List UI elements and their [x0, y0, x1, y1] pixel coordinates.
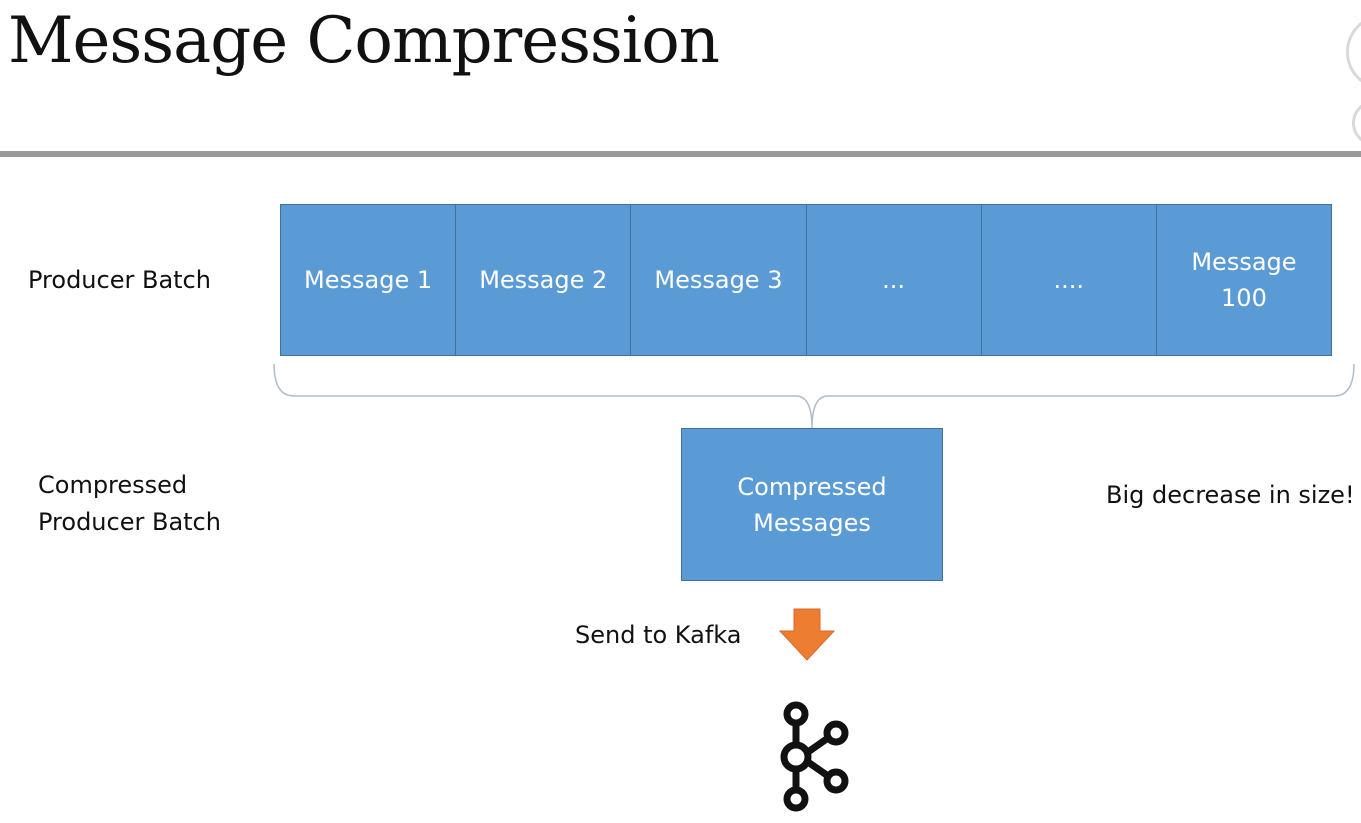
- producer-batch-label: Producer Batch: [28, 266, 211, 294]
- down-arrow-icon: [778, 608, 836, 661]
- slide-title: Message Compression: [8, 4, 720, 78]
- decorative-circle-small: [1352, 100, 1361, 146]
- size-decrease-note: Big decrease in size!: [1106, 481, 1355, 509]
- message-box: ....: [982, 205, 1157, 355]
- title-divider: [0, 151, 1361, 157]
- compressed-messages-box: Compressed Messages: [681, 428, 943, 581]
- message-box: Message 2: [456, 205, 632, 355]
- brace-path: [273, 363, 1355, 429]
- compressed-batch-label: Compressed Producer Batch: [38, 471, 221, 536]
- message-box: Message 100: [1191, 248, 1297, 312]
- producer-batch-messages: Message 1 Message 2 Message 3 ... .... M…: [280, 204, 1332, 356]
- message-box: Message 1: [281, 205, 457, 355]
- kafka-logo-icon: [780, 701, 849, 812]
- grouping-brace: [273, 363, 1355, 429]
- decorative-circle-large: [1346, 14, 1361, 90]
- message-box: ...: [807, 205, 982, 355]
- send-to-kafka-label: Send to Kafka: [575, 621, 742, 649]
- message-box: Message 3: [631, 205, 807, 355]
